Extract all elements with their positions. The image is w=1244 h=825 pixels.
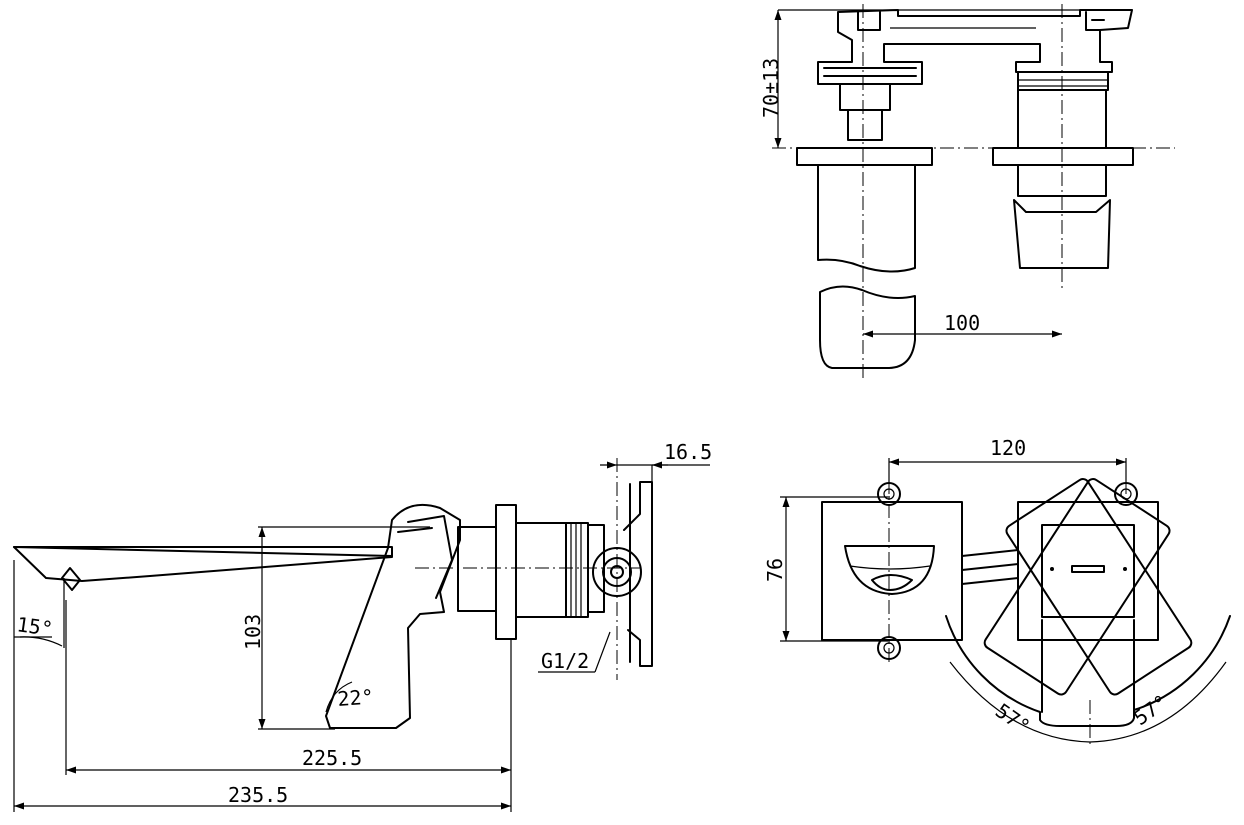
plan-view <box>780 458 1231 748</box>
dim-side-height: 103 <box>241 614 265 650</box>
front-view <box>772 4 1175 378</box>
dim-spout-angle: 15° <box>15 612 54 641</box>
dim-handle-angle: 22° <box>337 685 375 711</box>
dim-top-height: 70±13 <box>759 58 783 118</box>
dim-thread-size: G1/2 <box>541 649 589 673</box>
dim-plan-spacing: 120 <box>990 436 1026 460</box>
side-view <box>13 458 710 812</box>
dim-plan-height: 76 <box>763 558 787 582</box>
dim-top-spacing: 100 <box>944 311 980 335</box>
dim-plan-angle-left: 57° <box>991 698 1034 738</box>
dim-plate-thickness: 16.5 <box>664 440 712 464</box>
dim-length-inner: 225.5 <box>302 746 362 770</box>
dim-length-outer: 235.5 <box>228 783 288 807</box>
